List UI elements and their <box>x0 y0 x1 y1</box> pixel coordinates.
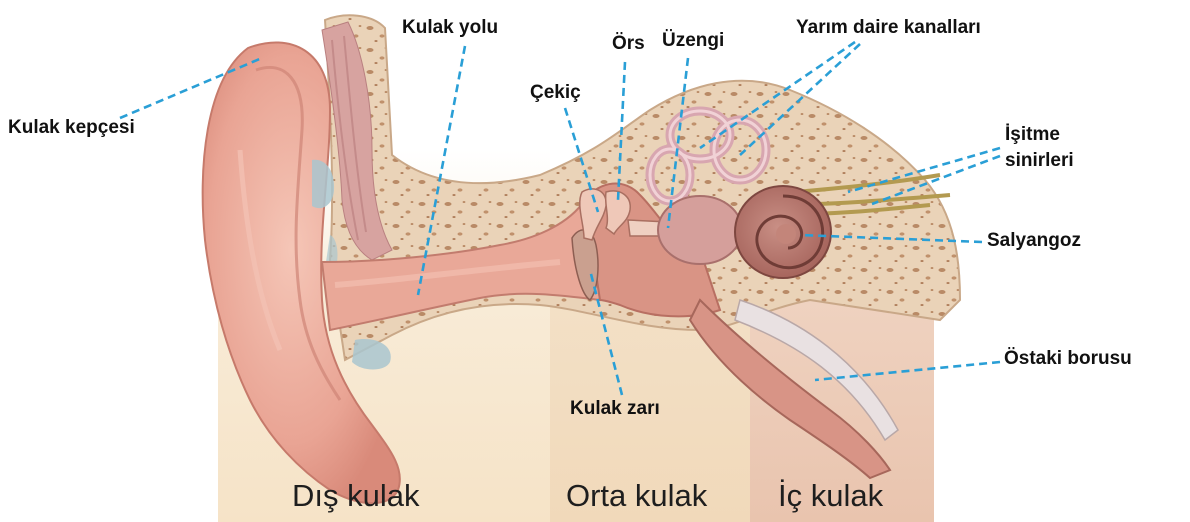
section-orta-kulak: Orta kulak <box>566 478 707 514</box>
label-kulak-zari: Kulak zarı <box>570 398 660 420</box>
cochlea <box>735 186 831 278</box>
label-salyangoz: Salyangoz <box>987 230 1081 252</box>
label-kulak-yolu: Kulak yolu <box>402 17 498 39</box>
label-kulak-kepcesi: Kulak kepçesi <box>8 117 135 139</box>
label-yarim-daire-kanallari: Yarım daire kanalları <box>796 17 981 39</box>
label-cekic: Çekiç <box>530 82 581 104</box>
label-ostaki-borusu: Östaki borusu <box>1004 348 1132 370</box>
label-sinirleri: sinirleri <box>1005 150 1074 172</box>
label-uzengi: Üzengi <box>662 30 724 52</box>
label-ors: Örs <box>612 33 645 55</box>
section-dis-kulak: Dış kulak <box>292 478 419 514</box>
label-isitme: İşitme <box>1005 124 1060 146</box>
section-ic-kulak: İç kulak <box>778 478 883 514</box>
